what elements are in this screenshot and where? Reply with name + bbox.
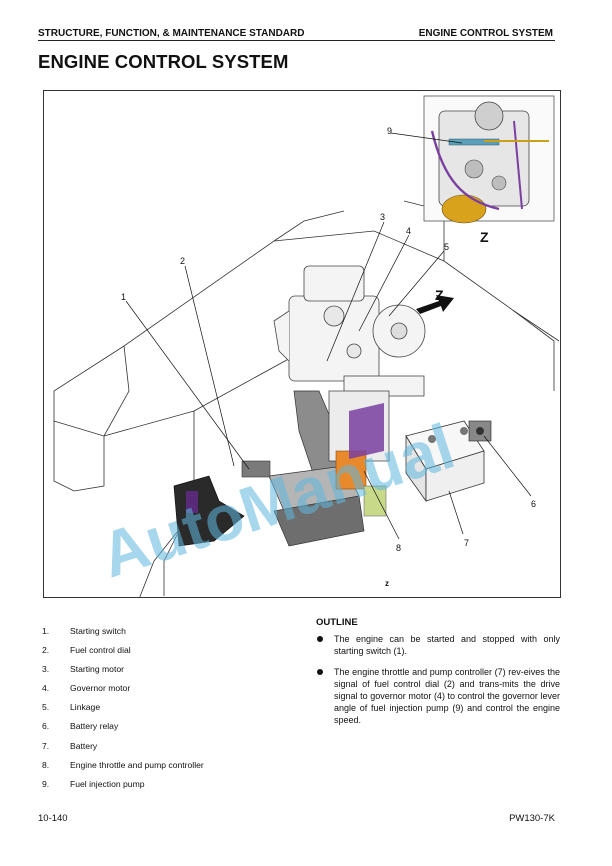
outline-heading: OUTLINE	[316, 617, 358, 628]
throttle-pump-controller	[328, 390, 390, 517]
callout-8: 8	[396, 543, 401, 553]
left-console	[173, 475, 245, 547]
callout-4: 4	[406, 226, 411, 236]
bullet-icon	[317, 669, 323, 675]
outline-item: The engine throttle and pump controller …	[316, 666, 560, 726]
callout-3: 3	[380, 212, 385, 222]
battery	[405, 420, 485, 503]
callout-5: 5	[444, 242, 449, 252]
page-number: 10-140	[38, 813, 68, 824]
inset-z-label: Z	[480, 229, 489, 245]
header-section-title: STRUCTURE, FUNCTION, & MAINTENANCE STAND…	[38, 28, 305, 39]
watermark: AutoManual	[92, 410, 463, 592]
view-z-label: Z	[435, 287, 444, 303]
view-z-arrow: Z	[416, 287, 454, 314]
battery-relay	[468, 420, 492, 442]
page-title: ENGINE CONTROL SYSTEM	[38, 51, 289, 72]
diagram-illustration: Z Z	[53, 95, 560, 597]
header-divider	[38, 40, 555, 41]
callout-9: 9	[387, 126, 392, 136]
inset-fuel-injection-pump	[423, 95, 555, 224]
callout-1: 1	[121, 292, 126, 302]
figure-view-caption: z	[385, 579, 389, 588]
engine-control-diagram: Z Z	[43, 90, 561, 598]
bullet-icon	[317, 636, 323, 642]
outline-item: The engine can be started and stopped wi…	[316, 633, 560, 657]
callout-7: 7	[464, 538, 469, 548]
callout-2: 2	[180, 256, 185, 266]
callout-leaders	[125, 132, 532, 540]
model-code: PW130-7K	[509, 813, 555, 824]
header-chapter-title: ENGINE CONTROL SYSTEM	[418, 28, 553, 39]
engine-block	[273, 265, 426, 397]
operator-seat	[241, 390, 365, 547]
outline-list: The engine can be started and stopped wi…	[316, 633, 560, 735]
callout-6: 6	[531, 499, 536, 509]
